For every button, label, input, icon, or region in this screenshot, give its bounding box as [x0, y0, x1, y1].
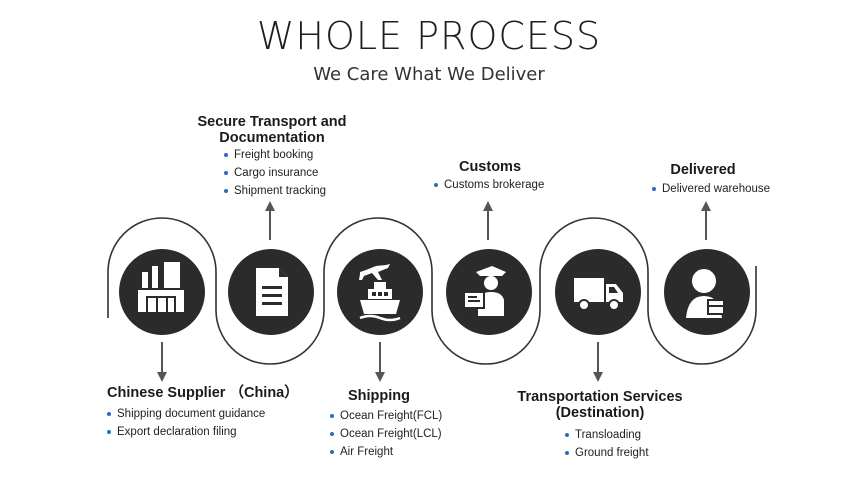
- stage-chinese-supplier: Chinese Supplier （China） Shipping docume…: [107, 385, 347, 441]
- stage-secure-transport: Secure Transport and Documentation: [192, 114, 352, 146]
- stage-item-list-transportation: Transloading Ground freight: [565, 426, 649, 462]
- list-item: Shipping document guidance: [107, 405, 347, 423]
- stage-customs: Customs: [430, 159, 550, 175]
- page-subtitle: We Care What We Deliver: [313, 64, 545, 85]
- stage-title-line-2: (Destination): [555, 405, 645, 421]
- stage-title-line-2: Documentation: [219, 130, 325, 146]
- list-item: Export declaration filing: [107, 423, 347, 441]
- stage-transportation-services: Transportation Services (Destination): [510, 389, 690, 421]
- list-item: Transloading: [565, 426, 649, 444]
- truck-icon: [555, 249, 641, 335]
- stage-shipping-title-box: Shipping: [348, 388, 468, 404]
- list-item: Ground freight: [565, 444, 649, 462]
- stage-item-list-secure-transport: Freight booking Cargo insurance Shipment…: [224, 146, 326, 200]
- list-item: Air Freight: [330, 443, 442, 461]
- factory-icon: [119, 249, 205, 335]
- ship-plane-icon: [337, 249, 423, 335]
- list-item: Delivered warehouse: [652, 180, 770, 198]
- customs-officer-icon: [446, 249, 532, 335]
- stage-title: Shipping: [348, 388, 411, 404]
- list-item: Cargo insurance: [224, 164, 326, 182]
- page-title: WHOLE PROCESS: [256, 14, 602, 58]
- stage-item-list: Shipping document guidance Export declar…: [107, 405, 347, 441]
- stage-delivered: Delivered: [653, 162, 753, 178]
- stage-title-line-1: Secure Transport and: [197, 114, 347, 130]
- document-icon: [228, 249, 314, 335]
- stage-title: Customs: [458, 159, 522, 175]
- list-item: Customs brokerage: [434, 176, 544, 194]
- list-item: Ocean Freight(LCL): [330, 425, 442, 443]
- delivery-person-icon: [664, 249, 750, 335]
- stage-item-list-shipping: Ocean Freight(FCL) Ocean Freight(LCL) Ai…: [330, 407, 442, 461]
- list-item: Shipment tracking: [224, 182, 326, 200]
- stage-item-list-customs: Customs brokerage: [434, 176, 544, 194]
- list-item: Ocean Freight(FCL): [330, 407, 442, 425]
- stage-title: Delivered: [670, 162, 736, 178]
- flow-line: [107, 217, 757, 365]
- list-item: Freight booking: [224, 146, 326, 164]
- stage-item-list-delivered: Delivered warehouse: [652, 180, 770, 198]
- stage-title-line-1: Transportation Services: [517, 389, 683, 405]
- stage-title: Chinese Supplier （China）: [107, 385, 299, 401]
